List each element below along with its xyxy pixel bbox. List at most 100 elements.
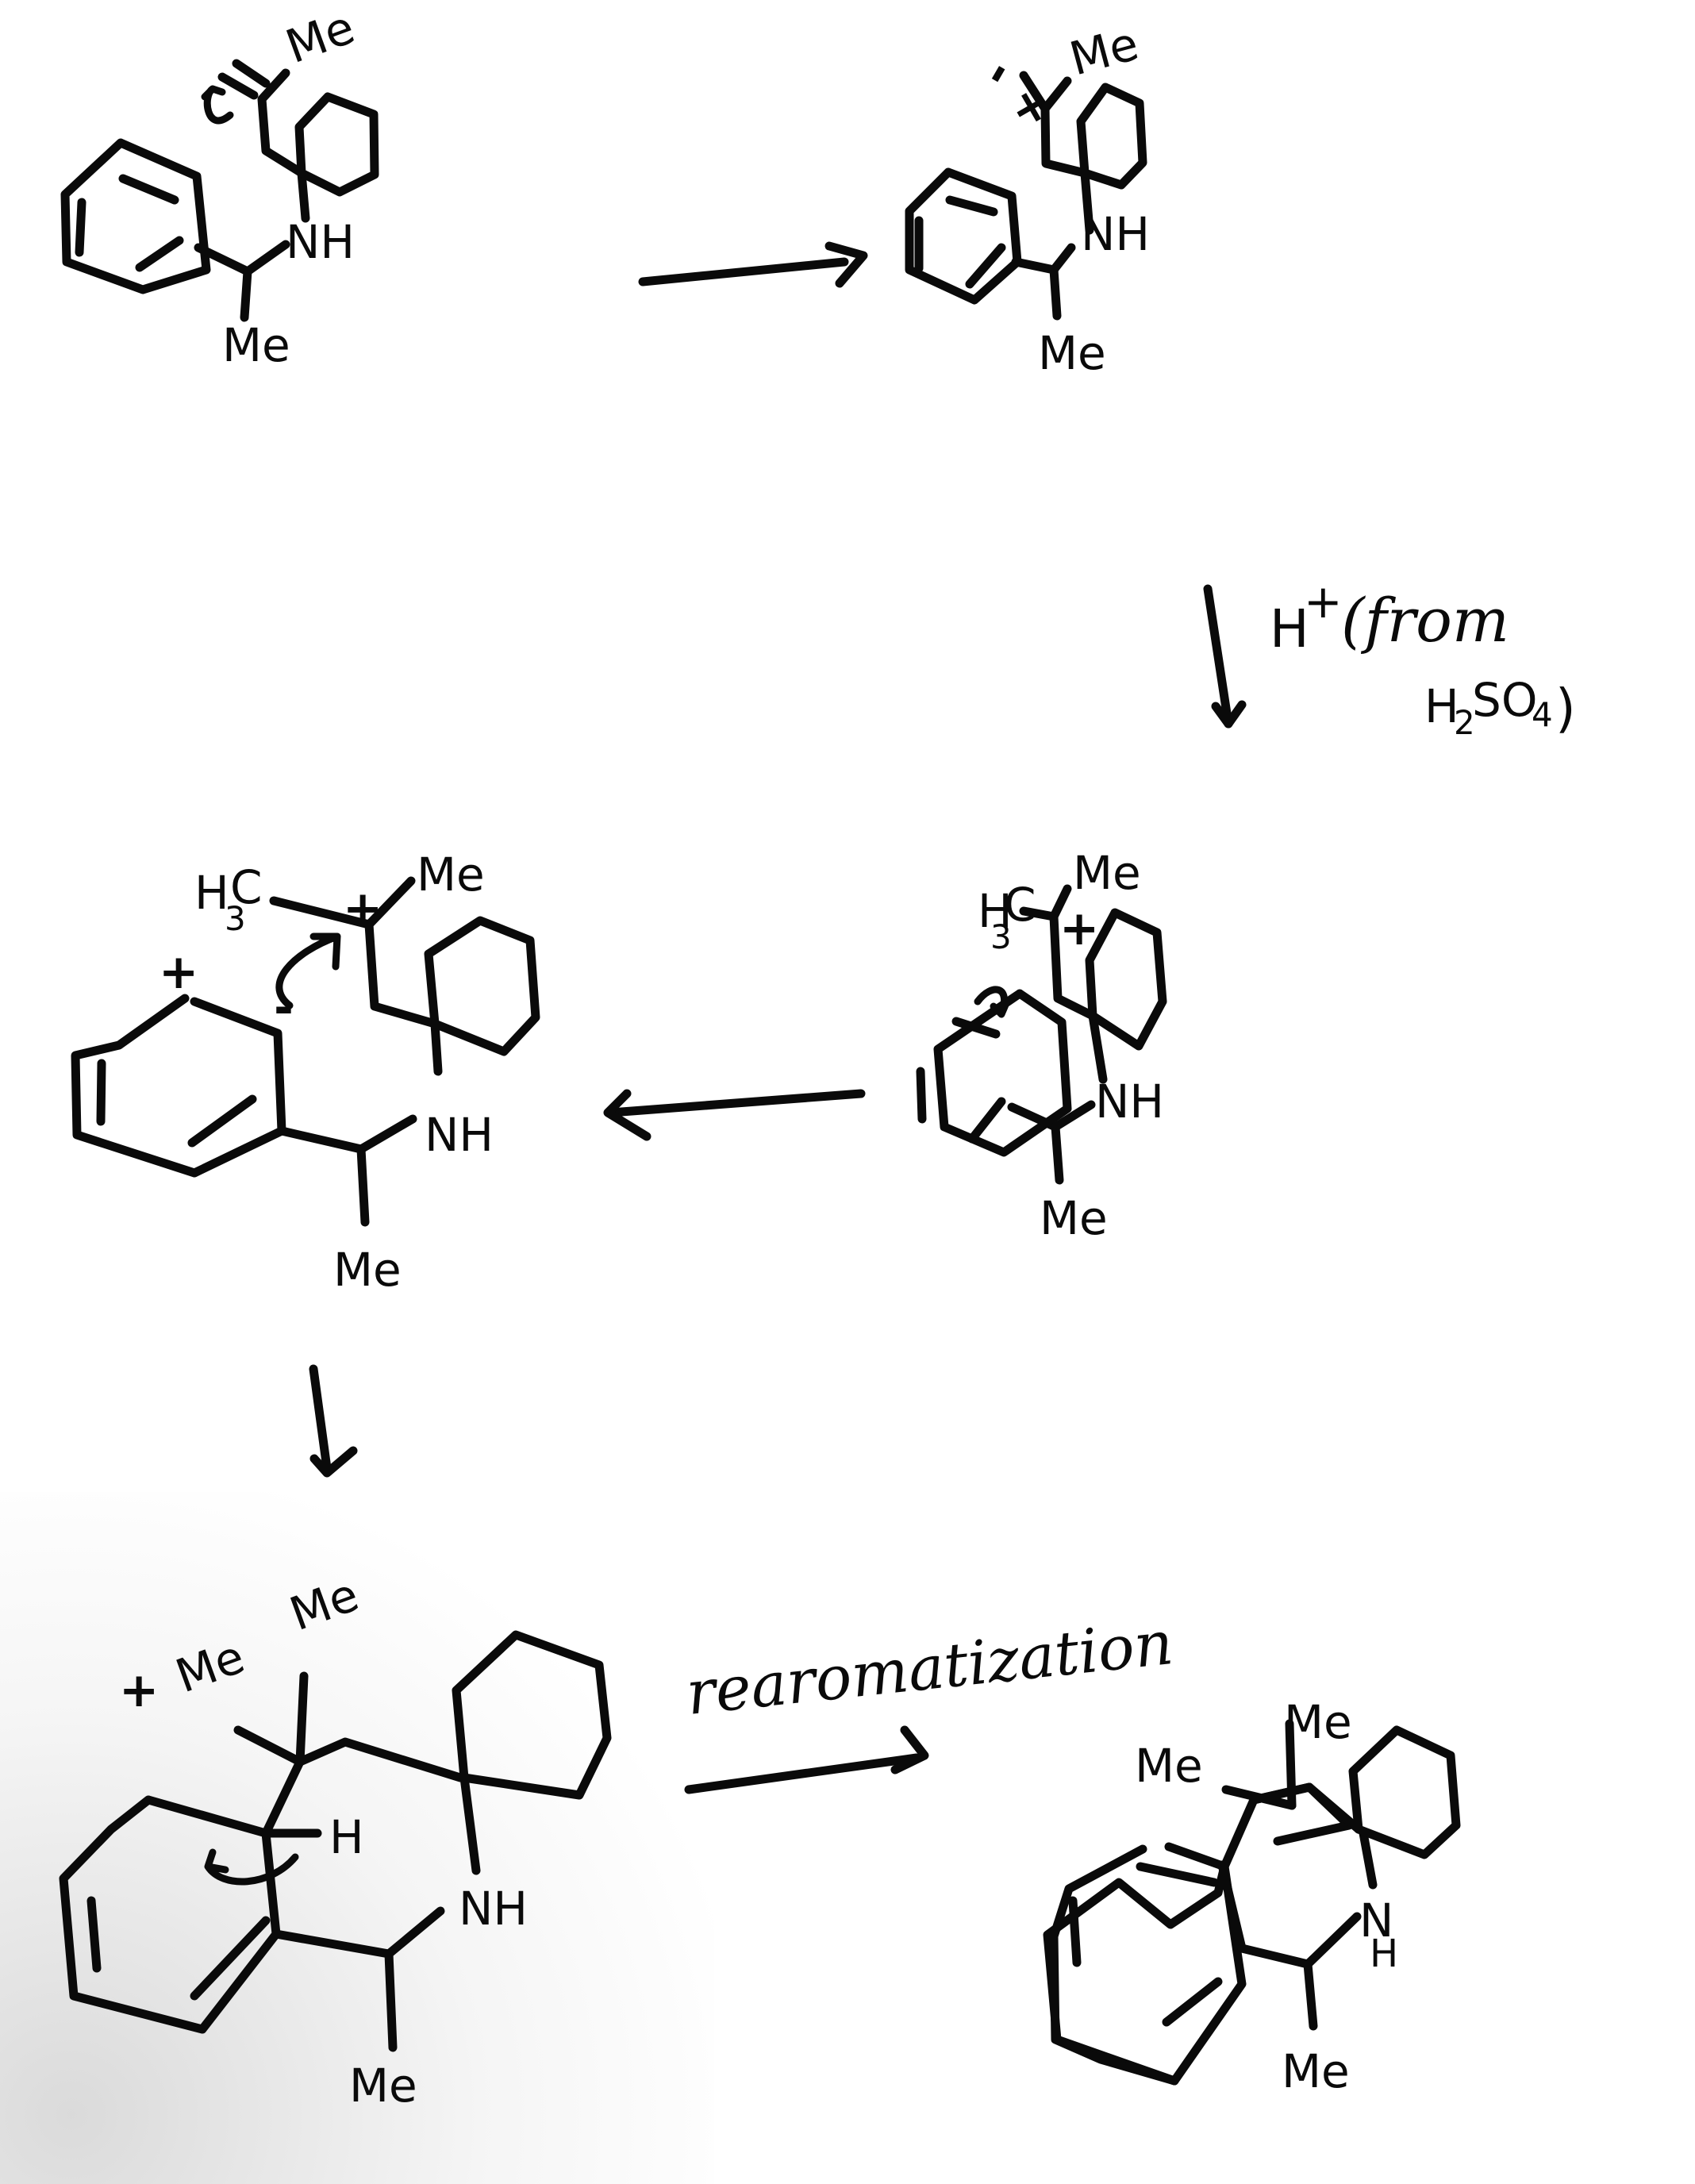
reaction-arrow-head-icon [824, 241, 868, 288]
seven-ring-bond [1220, 1782, 1354, 1871]
benzene-double-bond [945, 195, 998, 217]
ring-double-bond [190, 1916, 271, 2001]
label-me-bottom: Me [1038, 326, 1106, 380]
label-me-bottom: Me [1282, 2044, 1350, 2098]
benzene-ring [933, 989, 1072, 1157]
label-h: H [329, 1810, 364, 1864]
cyclohexane-ring [452, 1630, 612, 1800]
seven-ring-bond [271, 1906, 445, 1959]
ring-plus-charge: + [119, 1663, 159, 1718]
label-nh: NH [286, 215, 355, 269]
bond-c-me [233, 1725, 305, 1767]
bond-methyl [384, 1949, 398, 2052]
benzene-double-bond [916, 1067, 927, 1124]
structure-step4: + - Me NH H 3 C Me + [71, 848, 540, 1297]
reaction-arrow-head-icon [890, 1725, 929, 1774]
bond-methyl [356, 1144, 370, 1227]
cyclohexane-ring [1085, 908, 1167, 1051]
benzene-ring [60, 138, 211, 294]
curved-arrow-icon [974, 986, 1010, 1018]
label-nh: NH [425, 1108, 494, 1162]
label-me-bottom: Me [333, 1243, 402, 1297]
bond-chain [364, 876, 440, 1029]
arrow-left-1 [603, 1089, 866, 1141]
bond-methyl [240, 267, 252, 322]
benzene-double-bond [75, 198, 86, 257]
seven-ring-bond [1237, 1912, 1362, 1969]
bond-c-me [295, 1671, 309, 1767]
reaction-arrow-shaft [309, 1364, 332, 1473]
charge-minus: - [967, 51, 1025, 96]
structure-step3: Me NH H 3 C Me + [916, 846, 1167, 1245]
bond-c-ch3 [1019, 906, 1059, 921]
label-h3c-c: C [1004, 878, 1036, 932]
benzene-ring [905, 167, 1022, 305]
benzene-ring [1049, 1844, 1179, 2086]
bond-methyl [1051, 1122, 1064, 1185]
label-h3c-c: C [230, 860, 263, 914]
charge-plus: + [1059, 901, 1099, 956]
reaction-arrow-head-icon [603, 1089, 651, 1141]
benzene-double-bond [118, 174, 179, 205]
curved-arrow-icon [201, 85, 234, 125]
label-me-top: Me [1064, 17, 1143, 87]
label-me-left: Me [169, 1629, 252, 1703]
label-h3c-h: H [194, 866, 229, 920]
bond-chain [194, 240, 290, 276]
structure-step5: + H Me NH Me Me [59, 1567, 612, 2113]
bond-chain [1011, 243, 1076, 275]
bond-n-c [459, 1773, 481, 1875]
reaction-arrow-shaft [606, 1089, 866, 1117]
arrow-down-1: H + (from H 2 SO 4 ) [1203, 575, 1576, 742]
label-h3c-sub: 3 [990, 917, 1012, 956]
benzene-double-bond [967, 1097, 1006, 1144]
bond-n-c [1088, 1011, 1108, 1084]
label-me-top: Me [283, 1567, 366, 1641]
cyclohexane-ring [1348, 1725, 1461, 1859]
reagent-acid-sub2: 2 [1454, 703, 1475, 742]
benzene-double-bond [951, 1017, 1001, 1039]
alkene-double-bond-b [232, 59, 271, 88]
reagent-acid-so: SO [1472, 673, 1537, 727]
reagent-note-from: (from [1341, 585, 1509, 656]
bond-methyl [1303, 1959, 1318, 2031]
ring-double-bond [96, 1059, 106, 1126]
label-h3c-sub: 3 [225, 899, 246, 938]
ring-double-bond [86, 1896, 102, 1973]
seven-ring-bond [1249, 1782, 1363, 1834]
benzene-double-bond [1162, 1977, 1223, 2027]
bond-chain [1040, 76, 1090, 178]
ring-plus-charge: + [159, 944, 198, 1000]
curved-arrow-icon [275, 932, 341, 1009]
label-h: H [1370, 1932, 1398, 1976]
label-nh: NH [1095, 1075, 1164, 1129]
reaction-arrow-shaft [1203, 584, 1233, 729]
reagent-close-paren: ) [1555, 678, 1576, 739]
bond-chain [1049, 884, 1097, 1021]
bond-chain [277, 1114, 417, 1154]
bond-n-c [1359, 1828, 1378, 1890]
reaction-arrow-head-icon [1211, 700, 1247, 729]
label-me-bottom: Me [222, 318, 290, 372]
label-me-top: Me [417, 848, 485, 902]
cyclohexane-ring [294, 92, 379, 197]
bond-c-me [1019, 71, 1050, 113]
arrow-down-2 [309, 1364, 358, 1478]
structure-product: Me N N H Me Me [1043, 1695, 1461, 2098]
bond-n-c [297, 168, 310, 223]
label-n-rotated: N [1359, 1894, 1393, 1948]
bond-chain [257, 68, 306, 178]
label-me-left: Me [1135, 1739, 1203, 1793]
bond-n-c [1080, 168, 1094, 235]
carbon-plus-charge: + [343, 881, 382, 936]
cyclohexadienyl-ring [71, 994, 286, 1178]
reaction-arrow-shaft [684, 1753, 921, 1794]
bond-c-me [1285, 1719, 1297, 1810]
cyclohexadienyl-ring [59, 1795, 281, 2034]
label-nh: NH [459, 1882, 528, 1936]
cyclohexane-ring [424, 916, 540, 1056]
arrow-right-1 [638, 241, 868, 288]
curved-arrow-icon [204, 1848, 299, 1886]
